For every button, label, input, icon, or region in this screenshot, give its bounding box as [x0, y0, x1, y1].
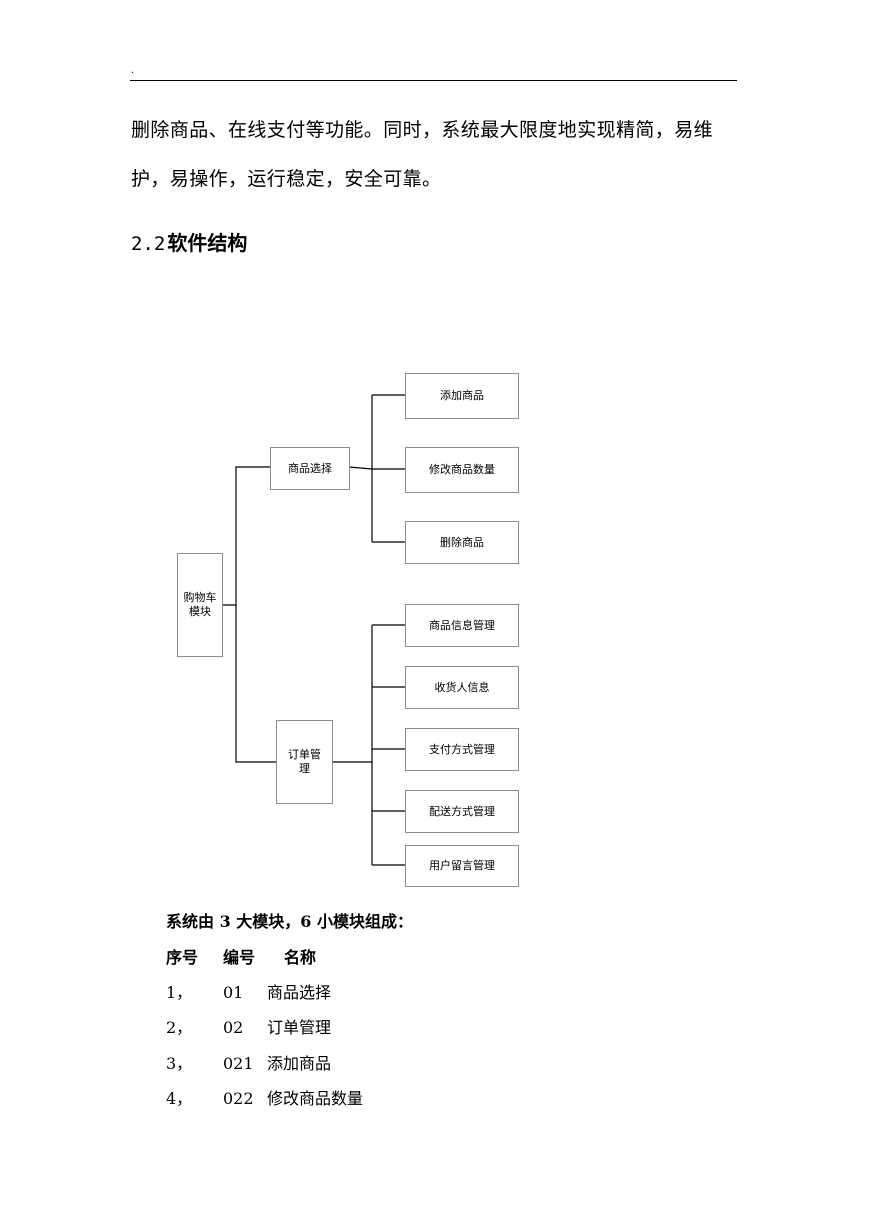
- section-title: 软件结构: [167, 231, 248, 255]
- table-row: 1， 01 商品选择: [166, 983, 466, 1003]
- section-number: 2.2: [131, 233, 166, 255]
- connector-root-order: [235, 605, 276, 763]
- module-table-header: 序号 编号 名称: [166, 948, 466, 968]
- header-seq: 序号: [166, 948, 199, 967]
- row-name: 商品选择: [267, 983, 332, 1002]
- paragraph-line-1: 删除商品、在线支付等功能。同时，系统最大限度地实现精简，易维: [131, 119, 714, 141]
- row-seq: 2，: [166, 1018, 193, 1037]
- node-delivery-method: 配送方式管理: [405, 790, 519, 833]
- node-order-management: 订单管 理: [276, 720, 333, 804]
- node-order-line-1: 订单管: [288, 748, 321, 761]
- node-delete-product: 删除商品: [405, 521, 519, 564]
- connector-root-product: [222, 466, 270, 606]
- node-consignee-info: 收货人信息: [405, 666, 519, 709]
- connector-product-bus: [348, 466, 373, 470]
- node-modify-quantity-label: 修改商品数量: [429, 463, 495, 476]
- node-product-select-label: 商品选择: [288, 461, 332, 475]
- node-user-message: 用户留言管理: [405, 845, 519, 887]
- node-delivery-method-label: 配送方式管理: [429, 804, 495, 818]
- row-code: 01: [223, 983, 244, 1002]
- row-seq: 3，: [166, 1054, 193, 1073]
- node-product-info-label: 商品信息管理: [429, 618, 495, 632]
- row-code: 02: [223, 1018, 244, 1037]
- header-name: 名称: [284, 948, 317, 967]
- row-seq: 1，: [166, 983, 193, 1002]
- row-name: 添加商品: [267, 1054, 332, 1073]
- node-root-line-2: 模块: [189, 605, 211, 618]
- paragraph-line-2: 护，易操作，运行稳定，安全可靠。: [131, 168, 442, 190]
- node-user-message-label: 用户留言管理: [429, 859, 495, 872]
- row-name: 订单管理: [267, 1018, 332, 1037]
- row-code: 021: [223, 1054, 254, 1073]
- node-product-select: 商品选择: [270, 447, 350, 490]
- node-product-info: 商品信息管理: [405, 604, 519, 647]
- node-order-line-2: 理: [299, 762, 310, 775]
- node-payment-method-label: 支付方式管理: [429, 742, 495, 756]
- header-rule: [130, 80, 737, 81]
- row-seq: 4，: [166, 1089, 193, 1108]
- node-add-product-label: 添加商品: [440, 389, 484, 402]
- header-code: 编号: [223, 948, 256, 967]
- table-row: 3， 021 添加商品: [166, 1054, 466, 1074]
- table-row: 2， 02 订单管理: [166, 1018, 466, 1038]
- node-modify-quantity: 修改商品数量: [405, 447, 519, 493]
- node-delete-product-label: 删除商品: [440, 535, 484, 549]
- node-payment-method: 支付方式管理: [405, 728, 519, 771]
- table-row: 4， 022 修改商品数量: [166, 1089, 466, 1109]
- module-summary-intro: 系统由 3 大模块，6 小模块组成：: [166, 912, 413, 931]
- node-consignee-info-label: 收货人信息: [434, 680, 490, 694]
- node-root: 购物车 模块: [177, 553, 223, 657]
- node-add-product: 添加商品: [405, 373, 519, 419]
- node-root-line-1: 购物车: [183, 591, 217, 604]
- row-code: 022: [223, 1089, 254, 1108]
- header-mark: .: [131, 65, 135, 76]
- row-name: 修改商品数量: [267, 1089, 364, 1108]
